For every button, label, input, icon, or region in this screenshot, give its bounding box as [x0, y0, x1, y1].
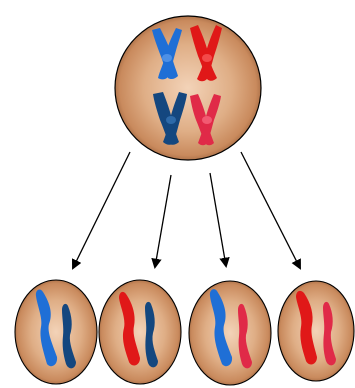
- arrow-3: [210, 173, 226, 266]
- daughter-cell-4: [278, 281, 354, 381]
- arrow-2: [155, 175, 171, 267]
- arrow-4: [241, 152, 300, 268]
- daughter-cell-1: [15, 280, 97, 384]
- daughter-cell-3: [189, 281, 271, 385]
- daughter-cell-2: [99, 280, 181, 384]
- arrow-1: [73, 152, 130, 268]
- parent-cell: [115, 16, 261, 160]
- division-arrows: [73, 152, 300, 268]
